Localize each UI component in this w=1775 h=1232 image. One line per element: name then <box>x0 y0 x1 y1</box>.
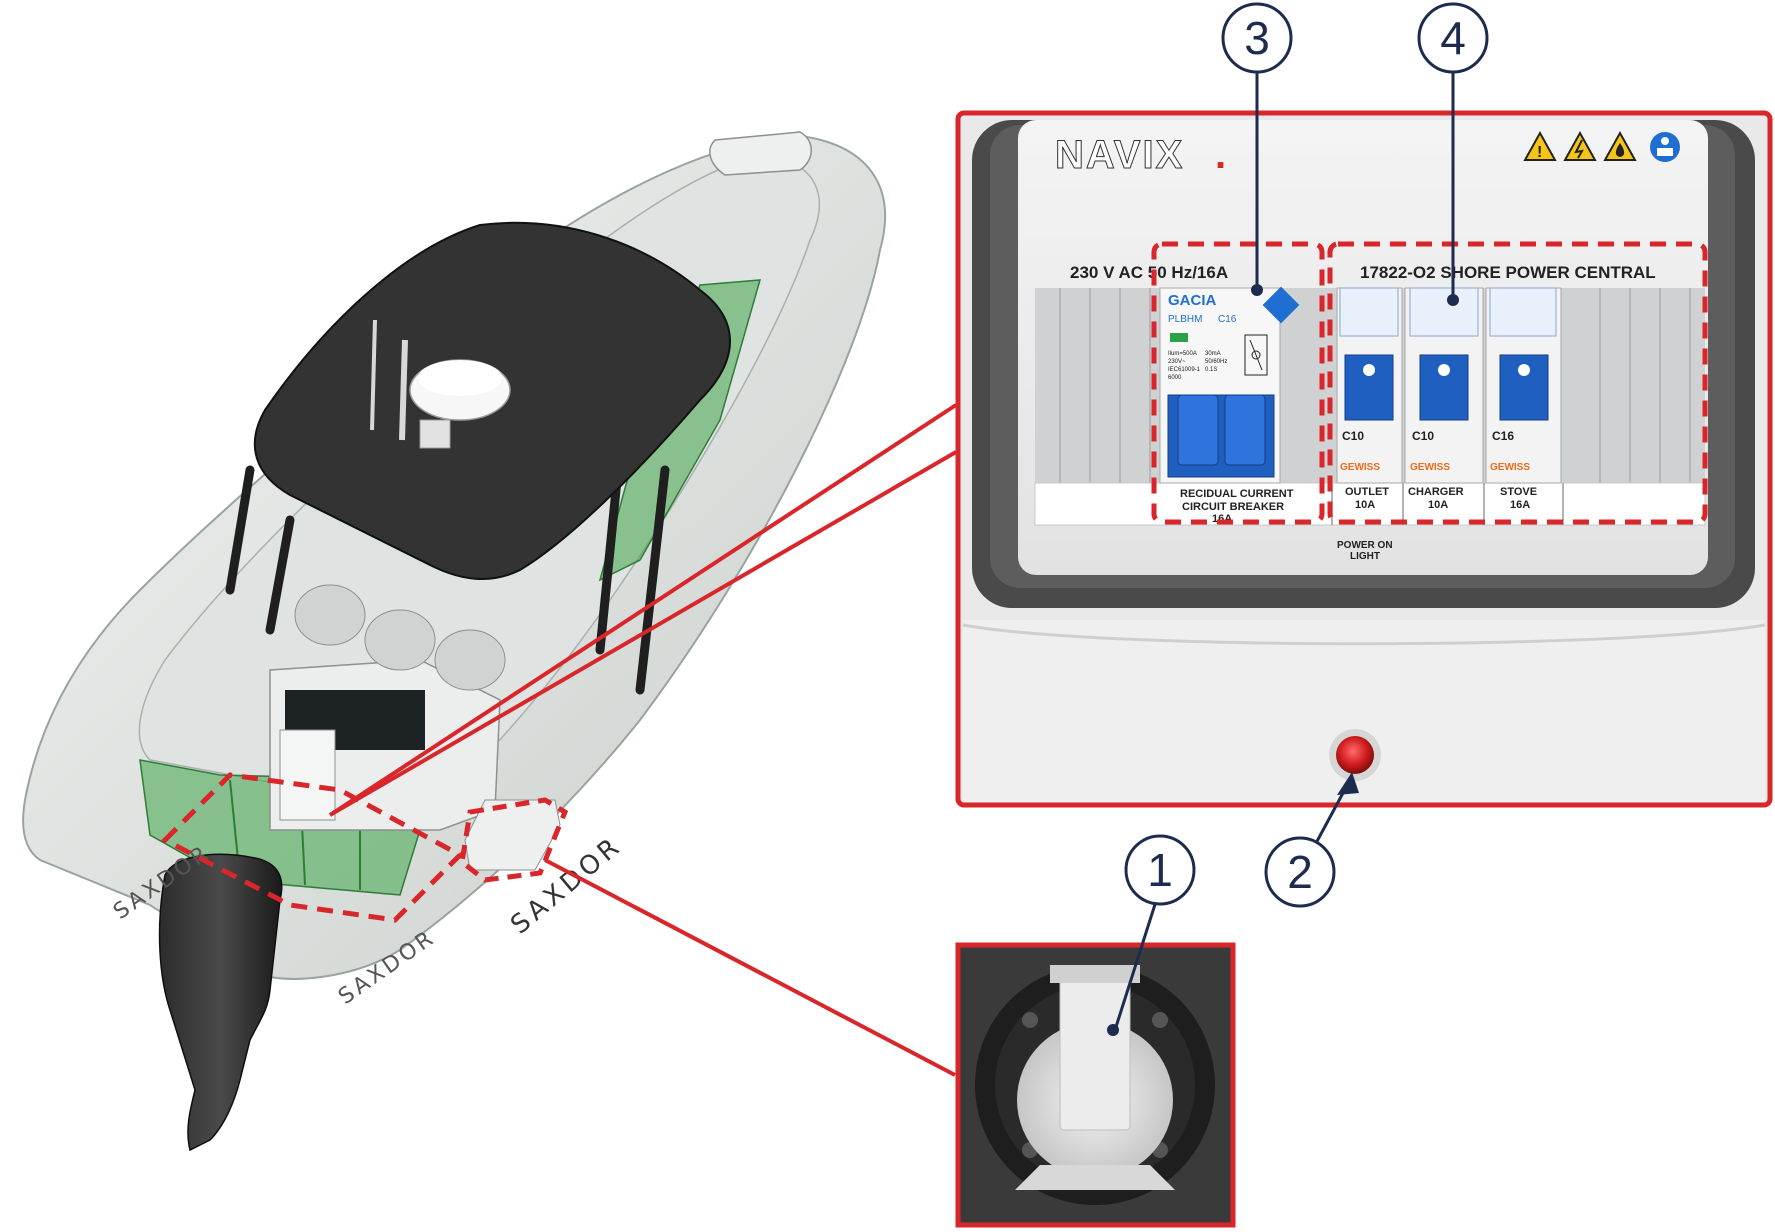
svg-text:!: ! <box>1537 144 1542 161</box>
callout-3: 3 <box>1221 2 1293 296</box>
breaker-rating: C10 <box>1412 429 1434 443</box>
rcd-toggle[interactable] <box>1224 394 1266 466</box>
callout-circle <box>1221 2 1293 74</box>
rcd-toggle[interactable] <box>1177 394 1219 466</box>
breaker-label: OUTLET <box>1345 486 1389 498</box>
rcd-label: RECIDUAL CURRENT <box>1180 488 1294 500</box>
highlight-stern-panel <box>160 772 465 923</box>
socket-screw <box>1022 1012 1038 1028</box>
helm-seat <box>364 609 436 671</box>
socket-cap-top <box>1050 965 1140 983</box>
callout-number: 4 <box>1440 12 1466 64</box>
power-light-label: POWER ON <box>1337 540 1393 551</box>
breaker-cover <box>1489 287 1557 337</box>
console-door <box>279 729 336 821</box>
antenna <box>370 319 377 431</box>
rcd-brand: GACIA <box>1168 292 1217 309</box>
panel-brand-dot: . <box>1215 133 1226 177</box>
radar-mount <box>419 419 451 449</box>
breaker-toggle-dot <box>1518 364 1530 376</box>
breaker-2: C10 GEWISS CHARGER 10A <box>1404 287 1484 511</box>
panel-body-edge <box>962 623 1766 646</box>
power-on-light <box>1336 736 1374 774</box>
socket-cap-hinge <box>1059 974 1131 1131</box>
rcd-indicator <box>1170 333 1188 342</box>
breaker-toggle-dot <box>1363 364 1375 376</box>
breaker-maker: GEWISS <box>1340 462 1380 473</box>
breaker-amps: 10A <box>1355 499 1375 511</box>
breaker-rating: C10 <box>1342 429 1364 443</box>
breaker-3: C16 GEWISS STOVE 16A <box>1485 287 1562 511</box>
rcd-spec: 6000 <box>1168 375 1182 381</box>
din-rail-ribs <box>1059 288 1691 483</box>
callout-circle <box>1264 836 1336 908</box>
rcd-spec: 50/60Hz <box>1205 359 1227 365</box>
breaker-maker: GEWISS <box>1410 462 1450 473</box>
rcd-spec: 0.1S <box>1205 367 1217 373</box>
callout-number: 3 <box>1244 12 1270 64</box>
helm-seat <box>434 629 506 691</box>
rcd-rating: C16 <box>1218 314 1237 325</box>
callout-circle <box>1124 834 1196 906</box>
flame-warning-icon <box>1603 130 1637 161</box>
panel-brand: NAVIX <box>1055 133 1184 177</box>
electric-warning-icon <box>1563 130 1597 161</box>
callout-arrowhead <box>1337 772 1359 795</box>
rcd-schematic-icon <box>1244 334 1268 376</box>
rcd-label: CIRCUIT BREAKER <box>1182 501 1284 513</box>
rcd-spec: 30mA <box>1205 351 1221 357</box>
rcd-test-button[interactable] <box>1262 286 1300 324</box>
callout-circle <box>1417 2 1489 74</box>
rcd-spec: Ilum=500A <box>1168 351 1197 357</box>
panel-rating-label: 230 V AC 50 Hz/16A <box>1070 263 1228 282</box>
highlight-socket-area <box>459 797 569 883</box>
stern-socket-location <box>464 799 561 871</box>
breaker-label: CHARGER <box>1408 486 1464 498</box>
breaker-cover <box>1409 287 1479 337</box>
label-strip <box>1034 482 1706 526</box>
socket-screw <box>1152 1012 1168 1028</box>
connector-line-socket <box>544 858 956 1077</box>
callout-dot <box>1107 1024 1119 1036</box>
breaker-rating: C16 <box>1492 429 1514 443</box>
rcd-spec: 230V~ <box>1168 359 1186 365</box>
warning-triangle-icon: ! <box>1523 130 1557 161</box>
shore-power-panel: NAVIX . ! 230 V AC 50 Hz/16A 17822-O2 SH… <box>955 110 1773 808</box>
boat-illustration: SAXDOR SAXDOR SAXDOR <box>22 131 887 1152</box>
rcd-model: PLBHM <box>1168 314 1202 325</box>
helm-seat <box>294 584 366 646</box>
breaker-maker: GEWISS <box>1490 462 1530 473</box>
highlight-rcd <box>1151 241 1325 525</box>
read-manual-icon <box>1650 132 1680 162</box>
shore-power-socket-photo <box>955 942 1236 1228</box>
callout-number: 2 <box>1287 846 1313 898</box>
panel-central-label: 17822-O2 SHORE POWER CENTRAL <box>1360 263 1656 282</box>
callout-4: 4 <box>1417 2 1489 306</box>
power-light-label: LIGHT <box>1350 551 1380 562</box>
socket-cap-base <box>1015 1165 1175 1190</box>
breaker-cover <box>1339 287 1399 337</box>
callout-leader <box>1113 894 1160 1031</box>
connector-line-panel-top <box>328 403 958 817</box>
highlight-breakers <box>1327 241 1708 525</box>
callout-number: 1 <box>1147 844 1173 896</box>
breaker-label: STOVE <box>1500 486 1537 498</box>
breaker-amps: 16A <box>1510 499 1530 511</box>
radar-dome-top <box>418 360 502 396</box>
breaker-amps: 10A <box>1428 499 1448 511</box>
rcd-spec: IEC61009-1 <box>1168 367 1201 373</box>
outboard-motor <box>158 853 283 1152</box>
bow-seat <box>709 131 812 176</box>
antenna <box>399 339 408 441</box>
breaker-1: C10 GEWISS OUTLET 10A <box>1336 287 1403 511</box>
breaker-toggle-dot <box>1438 364 1450 376</box>
callout-dot <box>1251 284 1263 296</box>
callout-1: 1 <box>1107 834 1196 1036</box>
callout-dot <box>1447 294 1459 306</box>
callout-2: 2 <box>1264 772 1359 908</box>
rcd-module: GACIA PLBHM C16 Ilum=500A 30mA 230V~ 50/… <box>1159 286 1300 525</box>
connector-line-panel <box>328 450 958 817</box>
